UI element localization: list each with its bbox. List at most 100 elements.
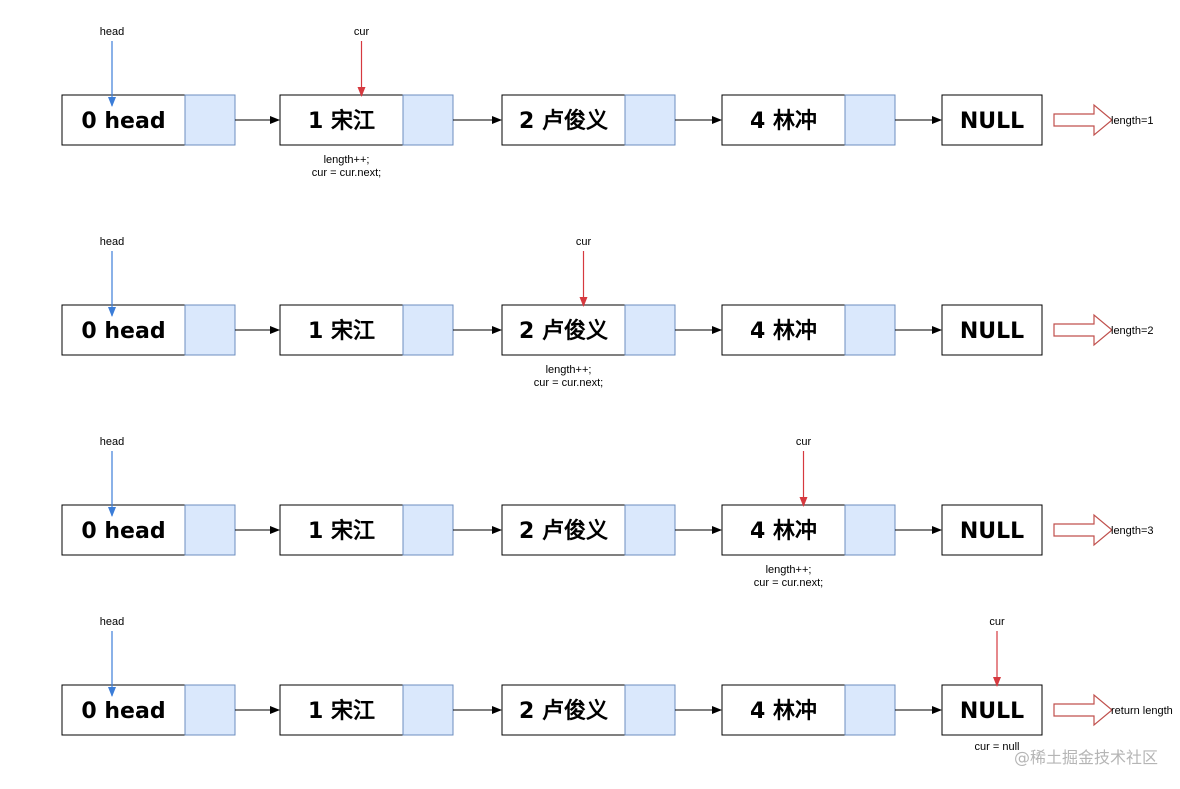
list-node: 4 林冲 xyxy=(721,684,896,736)
result-block-arrow xyxy=(1053,693,1113,727)
node-label: 1 宋江 xyxy=(308,318,375,344)
node-label: NULL xyxy=(960,519,1024,544)
node-label: 4 林冲 xyxy=(750,109,817,134)
node-data-box xyxy=(501,684,626,736)
node-data-box xyxy=(279,94,404,146)
node-label: 0 head xyxy=(81,519,165,544)
cur-label: cur xyxy=(796,436,812,448)
node-next-pointer-box xyxy=(402,94,454,146)
list-node: 2 卢俊义 xyxy=(501,684,676,736)
node-data-box xyxy=(721,94,846,146)
node-next-pointer-box xyxy=(844,304,896,356)
list-node: 1 宋江 xyxy=(279,304,454,356)
head-label: head xyxy=(100,236,124,248)
list-row: 0 head 1 宋江 2 卢俊义 4 林冲 NULL head cur cur = null… xyxy=(61,616,1173,753)
result-label: length=2 xyxy=(1111,325,1154,337)
node-data-box xyxy=(941,304,1043,356)
node-data-box xyxy=(941,504,1043,556)
list-node: 1 宋江 xyxy=(279,504,454,556)
list-node: 2 卢俊义 xyxy=(501,94,676,146)
node-data-box xyxy=(721,504,846,556)
node-data-box xyxy=(501,504,626,556)
node-data-box xyxy=(61,94,186,146)
head-label: head xyxy=(100,436,124,448)
list-node: NULL xyxy=(941,684,1043,736)
node-label: 1 宋江 xyxy=(308,518,375,544)
node-next-pointer-box xyxy=(624,94,676,146)
result-label: return length xyxy=(1111,705,1173,717)
node-data-box xyxy=(721,304,846,356)
step-note-line: length++; xyxy=(766,564,812,576)
list-node: 2 卢俊义 xyxy=(501,504,676,556)
list-row: 0 head 1 宋江 2 卢俊义 4 林冲 NULL head cur length++;c… xyxy=(61,436,1154,589)
node-next-pointer-box xyxy=(844,684,896,736)
node-label: 2 卢俊义 xyxy=(519,318,608,344)
list-row: 0 head 1 宋江 2 卢俊义 4 林冲 NULL head cur length++;c… xyxy=(61,26,1154,179)
node-label: 4 林冲 xyxy=(750,699,817,724)
node-next-pointer-box xyxy=(844,504,896,556)
list-node: 4 林冲 xyxy=(721,94,896,146)
node-data-box xyxy=(501,304,626,356)
node-label: 2 卢俊义 xyxy=(519,698,608,724)
node-data-box xyxy=(721,684,846,736)
cur-label: cur xyxy=(989,616,1005,628)
list-node: 0 head xyxy=(61,504,236,556)
step-note-line: length++; xyxy=(546,364,592,376)
node-next-pointer-box xyxy=(184,94,236,146)
node-data-box xyxy=(941,94,1043,146)
result-label: length=3 xyxy=(1111,525,1154,537)
node-label: 4 林冲 xyxy=(750,519,817,544)
list-node: NULL xyxy=(941,94,1043,146)
step-note-line: cur = cur.next; xyxy=(312,167,381,179)
node-next-pointer-box xyxy=(844,94,896,146)
node-label: 4 林冲 xyxy=(750,319,817,344)
head-label: head xyxy=(100,26,124,38)
result-block-arrow xyxy=(1053,513,1113,547)
node-data-box xyxy=(501,94,626,146)
node-label: 2 卢俊义 xyxy=(519,108,608,134)
node-next-pointer-box xyxy=(624,684,676,736)
result-label: length=1 xyxy=(1111,115,1154,127)
step-note-line: cur = cur.next; xyxy=(754,577,823,589)
node-data-box xyxy=(61,504,186,556)
list-node: 0 head xyxy=(61,304,236,356)
step-note-line: length++; xyxy=(324,154,370,166)
node-label: 0 head xyxy=(81,319,165,344)
node-next-pointer-box xyxy=(402,304,454,356)
list-node: 0 head xyxy=(61,684,236,736)
node-next-pointer-box xyxy=(624,304,676,356)
cur-label: cur xyxy=(354,26,370,38)
result-block-arrow xyxy=(1053,313,1113,347)
list-node: 0 head xyxy=(61,94,236,146)
node-label: 1 宋江 xyxy=(308,698,375,724)
watermark: @稀土掘金技术社区 xyxy=(1014,748,1158,767)
node-next-pointer-box xyxy=(624,504,676,556)
list-node: 4 林冲 xyxy=(721,304,896,356)
head-label: head xyxy=(100,616,124,628)
node-label: NULL xyxy=(960,319,1024,344)
node-next-pointer-box xyxy=(402,684,454,736)
node-label: 2 卢俊义 xyxy=(519,518,608,544)
result-block-arrow xyxy=(1053,103,1113,137)
node-data-box xyxy=(61,684,186,736)
node-next-pointer-box xyxy=(184,304,236,356)
node-label: NULL xyxy=(960,109,1024,134)
final-note: cur = null xyxy=(975,741,1020,753)
node-data-box xyxy=(941,684,1043,736)
node-label: 0 head xyxy=(81,109,165,134)
list-node: 4 林冲 xyxy=(721,504,896,556)
node-next-pointer-box xyxy=(184,684,236,736)
node-next-pointer-box xyxy=(184,504,236,556)
node-label: 0 head xyxy=(81,699,165,724)
cur-label: cur xyxy=(576,236,592,248)
list-node: 2 卢俊义 xyxy=(501,304,676,356)
list-node: 1 宋江 xyxy=(279,684,454,736)
node-next-pointer-box xyxy=(402,504,454,556)
list-row: 0 head 1 宋江 2 卢俊义 4 林冲 NULL head cur length++;c… xyxy=(61,236,1154,389)
step-note-line: cur = cur.next; xyxy=(534,377,603,389)
node-label: NULL xyxy=(960,699,1024,724)
list-node: NULL xyxy=(941,304,1043,356)
node-label: 1 宋江 xyxy=(308,108,375,134)
